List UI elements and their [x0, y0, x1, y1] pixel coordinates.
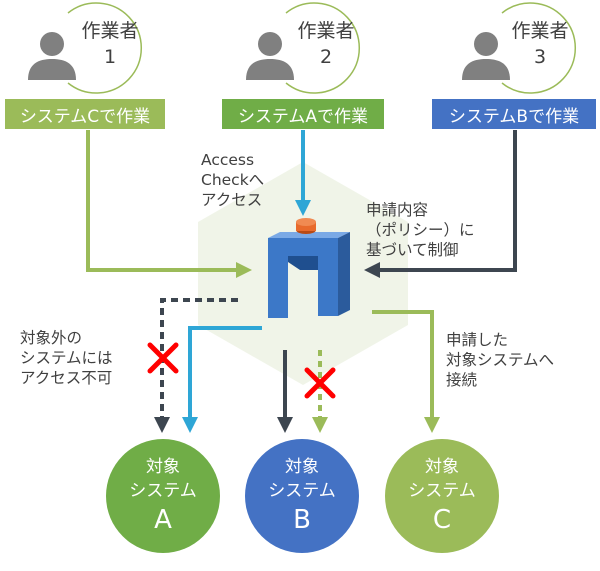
system-a-box: システムAで作業: [222, 99, 384, 129]
deny-cross-b: [304, 367, 336, 399]
worker-icon-3: [462, 32, 510, 80]
target-system-b: 対象 システム B: [245, 439, 359, 553]
worker-icon-1: [28, 32, 76, 80]
system-c-box: システムCで作業: [5, 99, 165, 129]
arrow-denied-to-a: [154, 298, 238, 433]
target-a-line2: システム: [129, 481, 197, 501]
worker-circle-1: [67, 2, 142, 94]
policy-note: 申請内容 （ポリシー）に 基づいて制御: [366, 201, 475, 259]
denied-note: 対象外の システムには アクセス不可: [20, 329, 113, 387]
worker-label-3: 作業者 3: [511, 20, 569, 68]
target-c-letter: C: [432, 505, 452, 535]
worker-circle-2: [285, 2, 360, 94]
worker-icon-2: [246, 32, 294, 80]
access-check-note: Access Checkへ アクセス: [201, 151, 265, 209]
target-a-line1: 対象: [146, 457, 180, 477]
target-b-line1: 対象: [285, 457, 319, 477]
connect-note: 申請した 対象システムへ 接続: [446, 331, 555, 389]
worker-label-1: 作業者 1: [81, 20, 139, 68]
target-b-letter: B: [293, 505, 311, 535]
deny-cross-a: [147, 342, 179, 374]
target-system-a: 対象 システム A: [106, 439, 220, 553]
target-c-line2: システム: [408, 481, 476, 501]
target-a-letter: A: [154, 505, 172, 535]
arrow-system-b-to-check: [364, 130, 517, 278]
arrow-system-c-to-check: [86, 130, 252, 278]
arrow-connect-to-c: [372, 310, 440, 433]
system-b-box: システムBで作業: [432, 99, 596, 129]
target-c-line1: 対象: [425, 457, 459, 477]
arrow-connect-to-a: [182, 326, 262, 433]
target-b-line2: システム: [268, 481, 336, 501]
worker-label-2: 作業者 2: [297, 20, 355, 68]
access-check-logo: [268, 218, 350, 318]
worker-circle-3: [501, 2, 576, 94]
target-system-c: 対象 システム C: [385, 439, 499, 553]
